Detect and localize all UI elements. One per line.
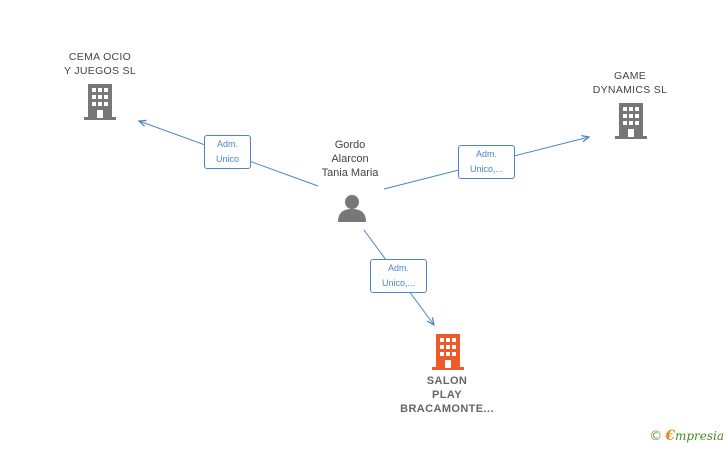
copyright-symbol: © bbox=[649, 429, 663, 444]
brand-text: mpresia bbox=[674, 429, 724, 443]
brand-e: € bbox=[665, 428, 675, 444]
relation-label-game[interactable]: Adm. Unico,... bbox=[458, 145, 515, 179]
relation-label-salon[interactable]: Adm. Unico,... bbox=[370, 259, 427, 293]
building-highlight-icon[interactable] bbox=[432, 334, 464, 370]
company-cema-label[interactable]: CEMA OCIO Y JUEGOS SL bbox=[64, 51, 136, 77]
company-game-label[interactable]: GAME DYNAMICS SL bbox=[592, 70, 668, 96]
person-name[interactable]: Gordo Alarcon Tania Maria bbox=[321, 139, 379, 179]
empresia-logo: ©€mpresia bbox=[649, 428, 724, 444]
company-salon-label[interactable]: SALON PLAY BRACAMONTE... bbox=[400, 375, 494, 415]
person-icon[interactable] bbox=[337, 193, 367, 223]
building-icon[interactable] bbox=[84, 84, 116, 120]
relation-label-cema[interactable]: Adm. Unico bbox=[204, 135, 251, 169]
building-icon[interactable] bbox=[615, 103, 647, 139]
